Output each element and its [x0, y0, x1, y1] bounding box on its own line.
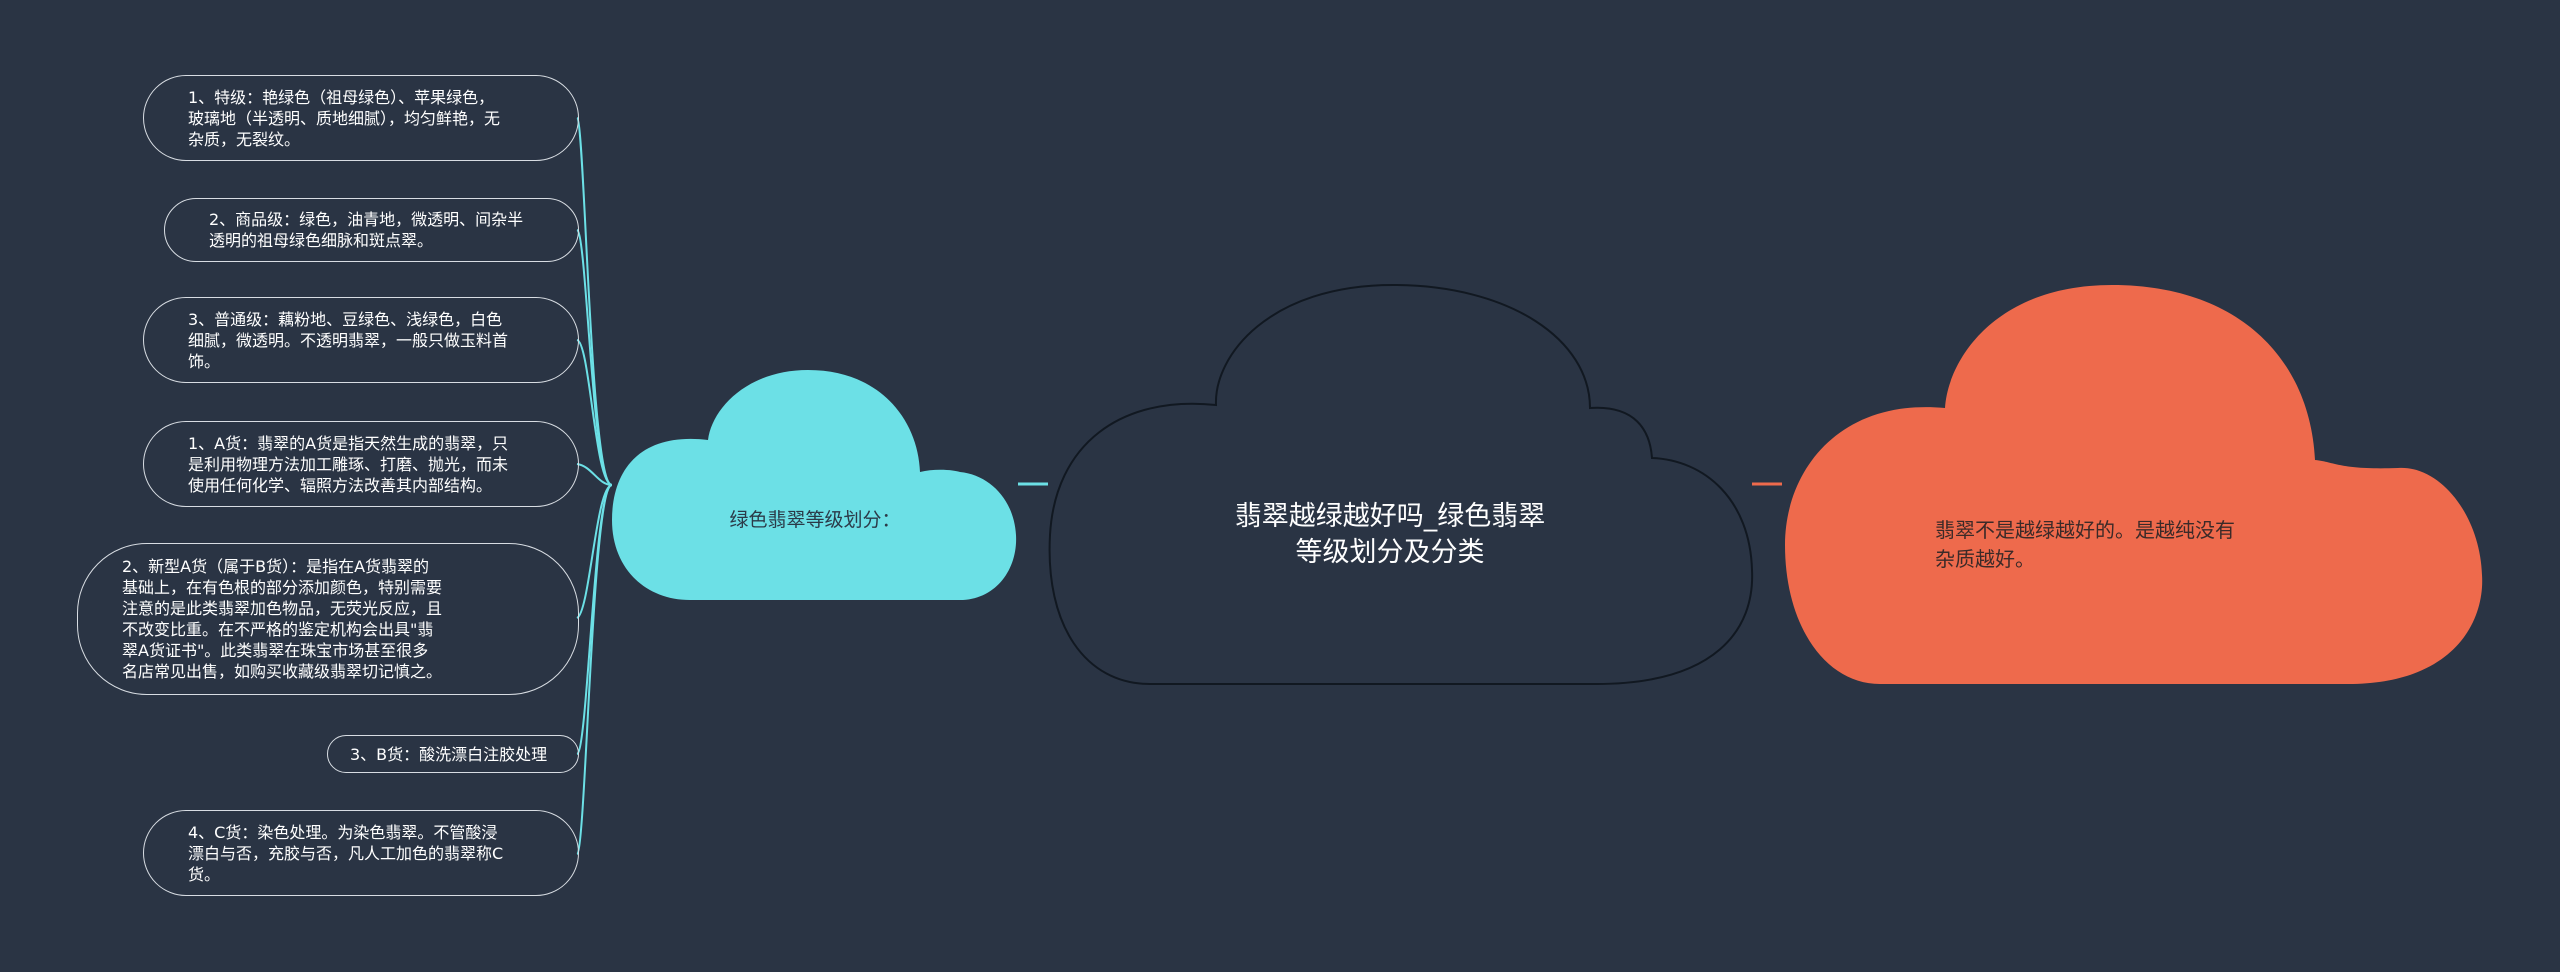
- connector-leaf-6: [576, 484, 613, 755]
- leaf-connectors: [576, 117, 613, 855]
- leaf-type-b[interactable]: 3、B货：酸洗漂白注胶处理: [327, 735, 579, 773]
- leaf-text: 1、特级：艳绿色（祖母绿色）、苹果绿色， 玻璃地（半透明、质地细腻），均匀鲜艳，…: [188, 87, 501, 149]
- leaf-type-new-a[interactable]: 2、新型A货（属于B货）：是指在A货翡翠的 基础上，在有色根的部分添加颜色，特别…: [77, 543, 579, 695]
- leaf-text: 2、新型A货（属于B货）：是指在A货翡翠的 基础上，在有色根的部分添加颜色，特别…: [122, 557, 443, 681]
- leaf-text: 3、普通级：藕粉地、豆绿色、浅绿色，白色 细腻，微透明。不透明翡翠，一般只做玉料…: [188, 309, 509, 371]
- leaf-grade-premium[interactable]: 1、特级：艳绿色（祖母绿色）、苹果绿色， 玻璃地（半透明、质地细腻），均匀鲜艳，…: [143, 75, 579, 161]
- connector-leaf-2: [576, 229, 613, 486]
- left-branch-cloud: [612, 370, 1017, 600]
- leaf-type-a[interactable]: 1、A货：翡翠的A货是指天然生成的翡翠，只 是利用物理方法加工雕琢、打磨、抛光，…: [143, 421, 579, 507]
- leaf-text: 2、商品级：绿色，油青地，微透明、间杂半 透明的祖母绿色细脉和斑点翠。: [209, 210, 524, 250]
- leaf-grade-ordinary[interactable]: 3、普通级：藕粉地、豆绿色、浅绿色，白色 细腻，微透明。不透明翡翠，一般只做玉料…: [143, 297, 579, 383]
- connector-leaf-7: [576, 484, 613, 855]
- leaf-text: 1、A货：翡翠的A货是指天然生成的翡翠，只 是利用物理方法加工雕琢、打磨、抛光，…: [188, 433, 509, 495]
- leaf-text: 4、C货：染色处理。为染色翡翠。不管酸浸 漂白与否，充胶与否，凡人工加色的翡翠称…: [188, 822, 504, 884]
- right-branch-label[interactable]: 翡翠不是越绿越好的。是越纯没有 杂质越好。: [1935, 518, 2235, 571]
- leaf-grade-commercial[interactable]: 2、商品级：绿色，油青地，微透明、间杂半 透明的祖母绿色细脉和斑点翠。: [164, 198, 579, 262]
- center-cloud: [1048, 283, 1754, 685]
- connector-leaf-4: [576, 463, 613, 486]
- left-branch-label[interactable]: 绿色翡翠等级划分：: [729, 509, 901, 531]
- right-branch-cloud: [1785, 285, 2483, 684]
- center-title[interactable]: 翡翠越绿越好吗_绿色翡翠 等级划分及分类: [1234, 501, 1546, 568]
- connector-leaf-3: [576, 339, 613, 486]
- leaf-text: 3、B货：酸洗漂白注胶处理: [350, 744, 548, 764]
- connector-leaf-5: [576, 484, 613, 619]
- leaf-type-c[interactable]: 4、C货：染色处理。为染色翡翠。不管酸浸 漂白与否，充胶与否，凡人工加色的翡翠称…: [143, 810, 579, 896]
